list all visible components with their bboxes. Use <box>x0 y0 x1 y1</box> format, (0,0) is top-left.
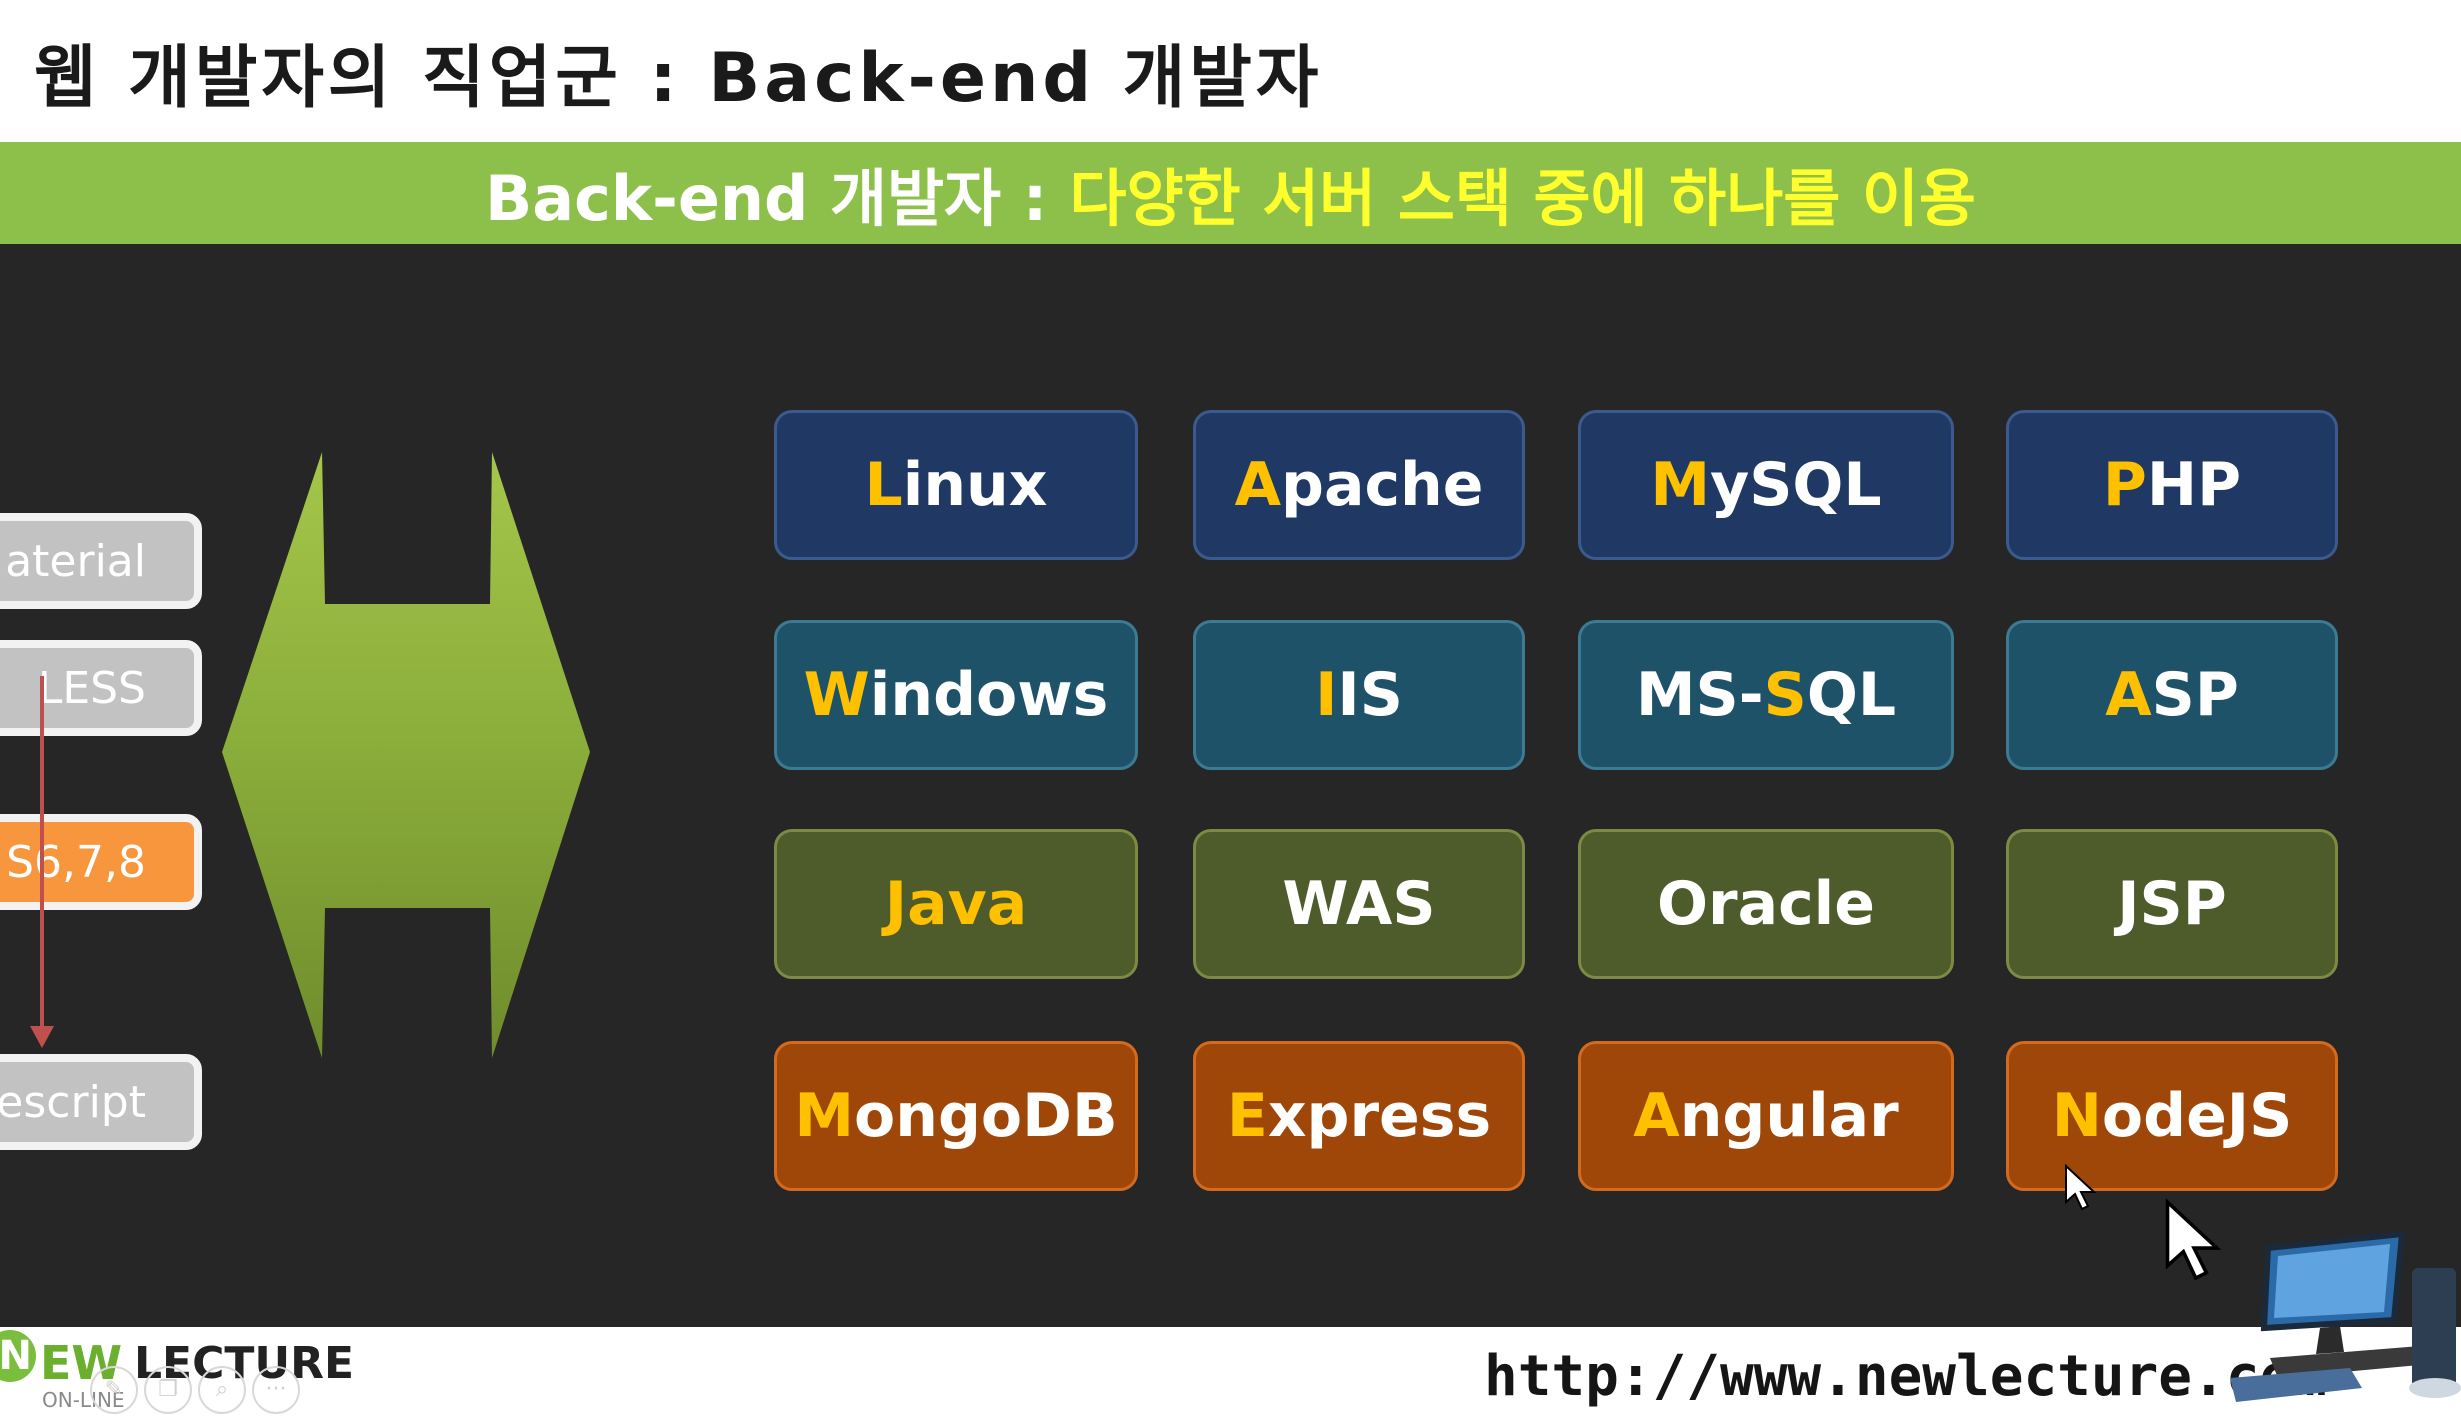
stack-label-rest: SP <box>2151 660 2239 730</box>
stack-cell-java: Java <box>774 829 1138 979</box>
logo-mark: N <box>0 1330 36 1382</box>
stack-label-rest: indows <box>869 660 1109 730</box>
stack-label-highlight: P <box>2102 450 2147 520</box>
stack-label-highlight: A <box>1633 1081 1680 1151</box>
edit-icon[interactable]: ✎ <box>90 1366 138 1414</box>
stack-label-highlight: I <box>1315 660 1338 730</box>
player-controls: ✎❐⌕··· <box>90 1366 306 1414</box>
stack-label-highlight: L <box>864 450 903 520</box>
stack-label-highlight: S <box>1763 660 1807 730</box>
footer-bar <box>0 1327 2461 1418</box>
connector-line <box>40 676 44 1030</box>
subtitle-prefix: Back-end 개발자 : <box>485 162 1048 235</box>
stack-label-highlight: A <box>2105 660 2152 730</box>
stack-cell-jsp: JSP <box>2006 829 2338 979</box>
left-panel-item-es: S6,7,8 <box>0 814 202 910</box>
stack-label-rest: QL <box>1806 660 1897 730</box>
computer-illustration-icon <box>2230 1230 2461 1402</box>
mouse-pointer-small-icon <box>2065 1164 2097 1211</box>
stack-cell-oracle: Oracle <box>1578 829 1954 979</box>
left-panel-item-material: aterial <box>0 513 202 609</box>
stack-label-highlight: M <box>794 1081 855 1151</box>
stack-label-highlight: W <box>803 660 870 730</box>
stack-cell-was: WAS <box>1193 829 1525 979</box>
left-panel-item-label: LESS <box>37 662 146 714</box>
mouse-pointer-icon <box>2165 1198 2222 1281</box>
stack-label-highlight: A <box>1234 450 1281 520</box>
left-panel-item-typescript: pescript <box>0 1054 202 1150</box>
stack-label-rest: xpress <box>1267 1081 1492 1151</box>
stack-label-rest: inux <box>902 450 1048 520</box>
left-panel-item-label: pescript <box>0 1076 146 1128</box>
stack-label-rest: ySQL <box>1710 450 1882 520</box>
title-bar: 웹 개발자의 직업군 : Back-end 개발자 <box>0 0 2461 142</box>
left-panel-item-less: LESS <box>0 640 202 736</box>
copy-icon[interactable]: ❐ <box>144 1366 192 1414</box>
more-icon[interactable]: ··· <box>252 1366 300 1414</box>
zoom-icon[interactable]: ⌕ <box>198 1366 246 1414</box>
page-title: 웹 개발자의 직업군 : Back-end 개발자 <box>34 39 1323 118</box>
stack-label-rest: Oracle <box>1657 869 1875 939</box>
stack-label-rest: odeJS <box>2101 1081 2293 1151</box>
stack-label-highlight: N <box>2051 1081 2102 1151</box>
connector-arrowhead <box>30 1026 54 1048</box>
left-panel-item-label: S6,7,8 <box>6 836 146 888</box>
stack-label-rest: HP <box>2146 450 2242 520</box>
stack-label-rest: JSP <box>2117 869 2227 939</box>
stack-label-rest: IS <box>1337 660 1403 730</box>
site-url[interactable]: http://www.newlecture.com <box>1484 1344 2327 1409</box>
subtitle-bar: Back-end 개발자 : 다양한 서버 스택 중에 하나를 이용 <box>0 142 2461 244</box>
double-arrow-icon <box>222 452 590 1058</box>
stack-label-highlight: E <box>1226 1081 1268 1151</box>
stack-label-highlight: M <box>1650 450 1711 520</box>
stack-label-rest: WAS <box>1282 869 1436 939</box>
stack-label-highlight: Java <box>884 869 1028 939</box>
stack-label-rest: pache <box>1281 450 1484 520</box>
stack-label-rest: ongoDB <box>854 1081 1118 1151</box>
stack-label-rest: ngular <box>1679 1081 1899 1151</box>
subtitle-highlight: 다양한 서버 스택 중에 하나를 이용 <box>1069 162 1976 235</box>
stack-label-prefix: MS- <box>1635 660 1764 730</box>
left-panel-item-label: aterial <box>5 535 146 587</box>
